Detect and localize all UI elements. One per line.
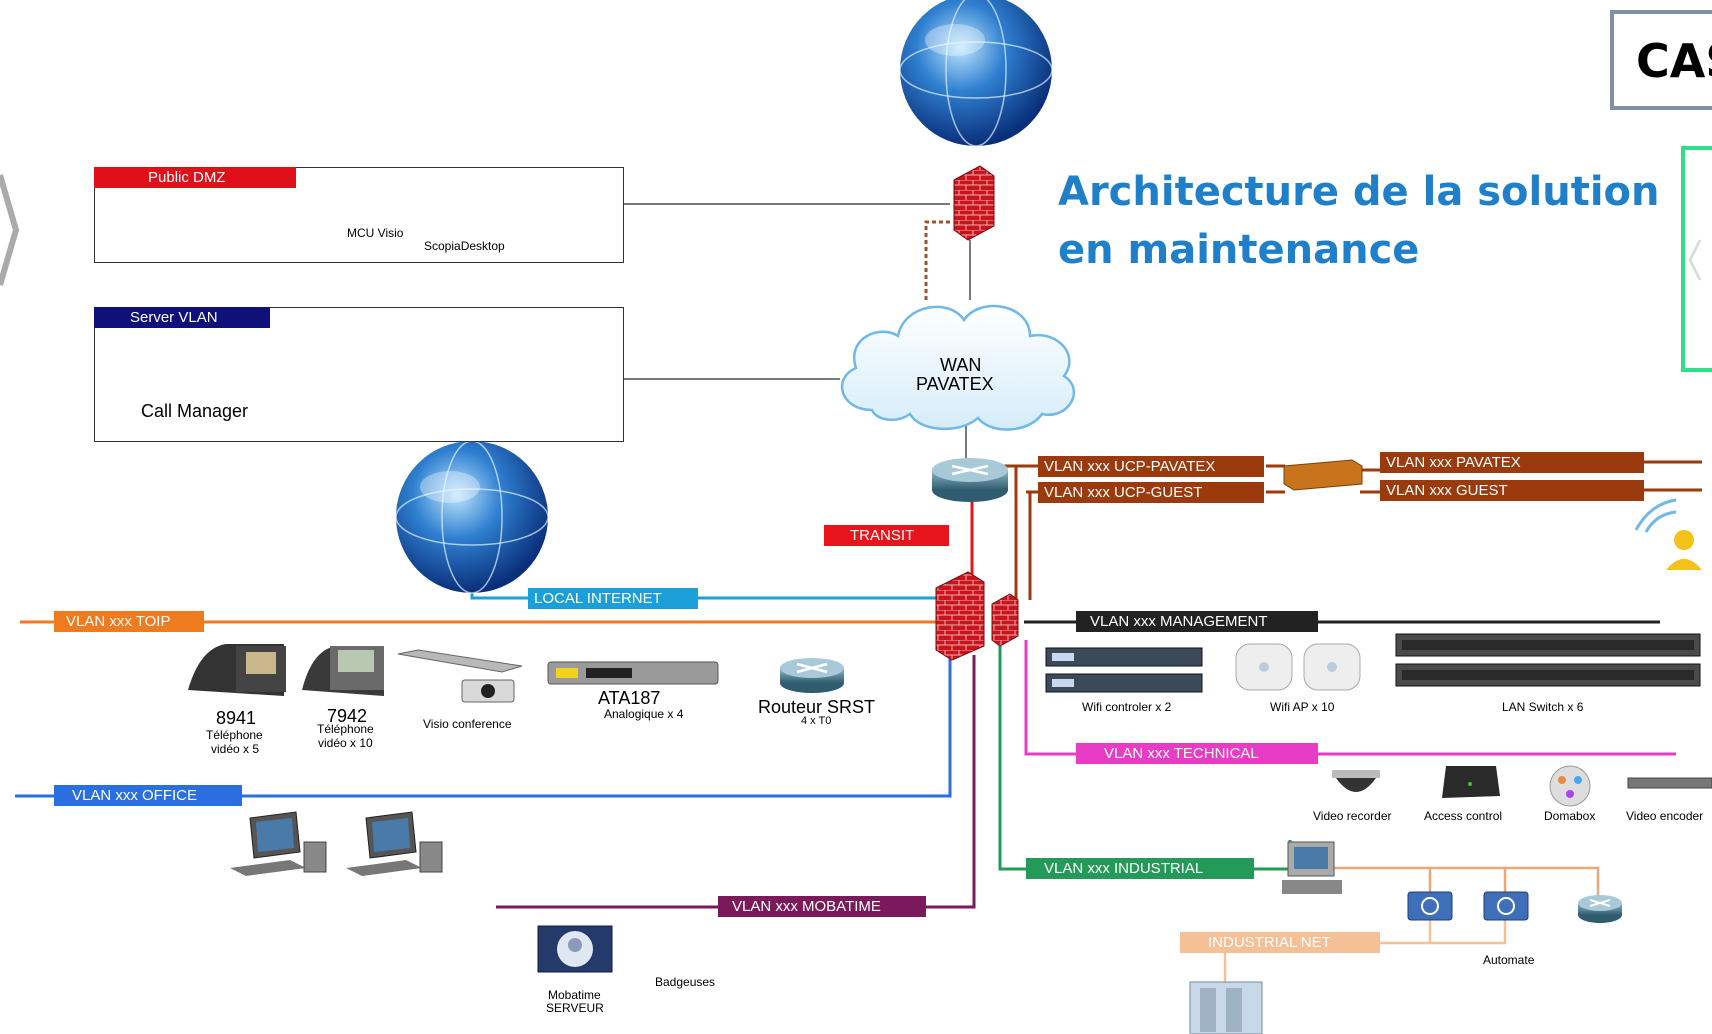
mobatime-server-label-line2: SERVEUR: [546, 1001, 604, 1015]
badgeuses-label: Badgeuses: [655, 975, 716, 989]
srst-router-model: Routeur SRST: [758, 697, 876, 717]
wan-firewall-icon: [953, 165, 995, 241]
server-vlan-label: Server VLAN: [94, 307, 270, 328]
scopia-desktop-label: ScopiaDesktop: [424, 239, 505, 253]
ata187-icon: [547, 661, 719, 685]
video-encoder-label: Video encoder: [1626, 809, 1704, 823]
office-pc-icon-1: [230, 811, 327, 876]
core-router-icon: [932, 458, 1008, 502]
srst-router-icon: [780, 658, 844, 693]
office-pc-icon-2: [346, 811, 443, 876]
industrial-net-tag: INDUSTRIAL NET: [1180, 932, 1380, 953]
slide-title-line1: Architecture de la solution: [1058, 169, 1660, 215]
mobatime-server-label-line1: Mobatime: [548, 988, 601, 1002]
lan-switch-icon: [1395, 633, 1701, 687]
guest-gateway-icon: [1283, 459, 1363, 491]
phone-7942-icon: [302, 646, 384, 696]
phone-8941-icon: [188, 644, 286, 696]
server-vlan-zone: [94, 307, 624, 442]
internet-globe-icon: [899, 0, 1053, 147]
srst-router-desc: 4 x T0: [801, 715, 832, 727]
wan-label-line1: WAN: [940, 355, 982, 375]
automate-icon-1: [1407, 891, 1453, 921]
industrial-silo-icon: [1189, 981, 1263, 1034]
wifi-ap-label: Wifi AP x 10: [1270, 700, 1335, 714]
video-recorder-icon: [1332, 770, 1380, 792]
slide-title-line2: en maintenance: [1058, 227, 1420, 273]
access-control-icon: [1442, 766, 1500, 798]
vlan-local-internet-tag: LOCAL INTERNET: [528, 588, 698, 609]
call-manager-label: Call Manager: [141, 401, 249, 421]
vlan-technical-tag: VLAN xxx TECHNICAL: [1076, 743, 1318, 764]
vlan-ucp-guest-tag: VLAN xxx UCP-GUEST: [1038, 482, 1264, 503]
phone-7942-desc2: vidéo x 10: [318, 736, 373, 750]
wifi-controller-label: Wifi controler x 2: [1082, 700, 1172, 714]
main-firewall-icon: [935, 571, 985, 661]
mobatime-server-icon: [537, 925, 613, 973]
corner-label: CAS: [1636, 34, 1712, 88]
corner-label-box: CAS: [1610, 10, 1712, 110]
vlan-mobatime-tag: VLAN xxx MOBATIME: [718, 896, 926, 917]
green-callout-frame: [1681, 146, 1712, 372]
industrial-workstation-icon: [1282, 841, 1342, 894]
industrial-router-icon: [1578, 895, 1622, 923]
access-control-label: Access control: [1424, 809, 1503, 823]
wan-label-line2: PAVATEX: [916, 374, 994, 394]
vlan-toip-tag: VLAN xxx TOIP: [54, 611, 204, 632]
video-recorder-label: Video recorder: [1313, 809, 1392, 823]
connection-lines: [15, 203, 1702, 985]
wifi-controller-icon: [1045, 647, 1203, 693]
vlan-management-tag: VLAN xxx MANAGEMENT: [1076, 611, 1318, 632]
lan-switch-label: LAN Switch x 6: [1502, 700, 1584, 714]
ata187-model: ATA187: [598, 688, 661, 708]
transit-tag: TRANSIT: [824, 525, 949, 546]
phone-7942-model: 7942: [327, 706, 368, 726]
ata187-desc: Analogique x 4: [604, 707, 684, 721]
guest-firewall-icon: [991, 593, 1019, 647]
phone-8941-desc1: Téléphone: [206, 728, 263, 742]
domabox-label: Domabox: [1544, 809, 1596, 823]
visio-conference-label: Visio conference: [423, 717, 512, 731]
automate-icon-2: [1483, 891, 1529, 921]
public-dmz-label: Public DMZ: [94, 167, 296, 188]
automate-label: Automate: [1483, 953, 1535, 967]
wifi-user-icon: [1634, 498, 1702, 570]
wifi-ap-icon: [1235, 643, 1361, 691]
vlan-pavatex-tag: VLAN xxx PAVATEX: [1380, 452, 1644, 473]
wan-cloud-icon: [840, 304, 1076, 431]
visio-conference-icon: [397, 649, 523, 703]
vlan-ucp-pavatex-tag: VLAN xxx UCP-PAVATEX: [1038, 456, 1264, 477]
phone-8941-desc2: vidéo x 5: [211, 742, 260, 756]
mcu-visio-label: MCU Visio: [347, 226, 404, 240]
phone-8941-model: 8941: [216, 708, 257, 728]
vlan-industrial-tag: VLAN xxx INDUSTRIAL: [1026, 858, 1254, 879]
vlan-guest-tag: VLAN xxx GUEST: [1380, 480, 1644, 501]
phone-7942-desc1: Téléphone: [317, 722, 374, 736]
local-internet-globe-icon: [395, 440, 549, 594]
video-encoder-icon: [1627, 777, 1712, 789]
vlan-office-tag: VLAN xxx OFFICE: [54, 785, 242, 806]
chevron-right-icon: [0, 174, 20, 286]
domabox-icon: [1549, 765, 1591, 807]
